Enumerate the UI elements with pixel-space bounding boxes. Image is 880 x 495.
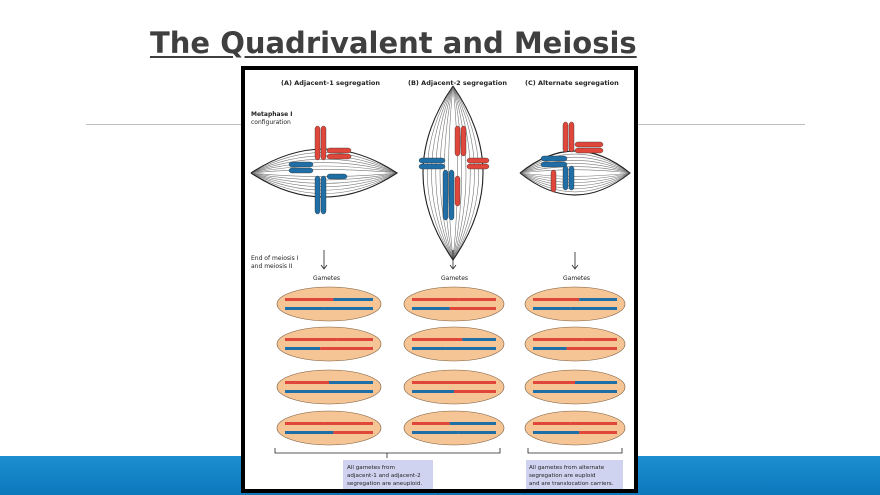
figure-frame: (A) Adjacent-1 segregation (B) Adjacent-… (241, 66, 638, 493)
chromosome-a-blue-3 (314, 175, 321, 215)
chromosome-c-red-3 (574, 141, 604, 148)
divider-left (86, 124, 243, 125)
gamete-1-3 (276, 369, 382, 405)
bracket-aneuploid (274, 448, 501, 458)
chromosome-c-blue-4 (568, 165, 575, 191)
gamete-2-3 (403, 369, 505, 405)
gamete-3-4 (524, 410, 626, 446)
chromosome-c-blue-1 (540, 155, 568, 162)
chromosome-a-blue-5 (326, 173, 348, 180)
side-label-meiosis-ii: and meiosis II (251, 263, 293, 270)
chromosome-b-blue-1 (418, 157, 446, 164)
gametes-label-c: Gametes (563, 275, 590, 282)
chromosome-a-blue-2 (288, 167, 314, 174)
caption-euploid-line2: segregation are euploid (529, 473, 596, 479)
caption-aneuploid-line2: adjacent-1 and adjacent-2 (347, 473, 421, 479)
gamete-1-1 (276, 286, 382, 322)
gamete-2-4 (403, 410, 505, 446)
gamete-3-3 (524, 369, 626, 405)
caption-euploid-line3: and are translocation carriers. (529, 481, 614, 487)
caption-euploid-line1: All gametes from alternate (529, 465, 605, 471)
gamete-3-1 (524, 286, 626, 322)
chromosome-c-blue-3 (562, 165, 569, 191)
gamete-1-4 (276, 410, 382, 446)
meiosis-figure: (A) Adjacent-1 segregation (B) Adjacent-… (245, 70, 634, 489)
chromosome-b-red-4 (466, 163, 490, 170)
arrows (320, 250, 579, 270)
gametes-label-b: Gametes (441, 275, 468, 282)
chromosome-b-red-2 (460, 125, 467, 157)
chromosome-a-red-1 (314, 125, 321, 161)
divider-right (637, 124, 805, 125)
panel-label-a: (A) Adjacent-1 segregation (281, 79, 380, 87)
panel-label-b: (B) Adjacent-2 segregation (408, 79, 507, 87)
chromosome-a-blue-1 (288, 161, 314, 168)
chromosome-a-blue-4 (320, 175, 327, 215)
chromosome-c-red-2 (568, 121, 575, 153)
spindle-layer (250, 85, 631, 262)
gamete-2-1 (403, 286, 505, 322)
chromosome-b-blue-4 (448, 169, 455, 221)
chromosome-b-blue-3 (442, 169, 449, 221)
caption-aneuploid-line1: All gametes from (347, 465, 395, 471)
gametes-layer (276, 286, 626, 446)
meiosis-diagram: (A) Adjacent-1 segregation (B) Adjacent-… (250, 79, 631, 489)
spindle-c (519, 150, 631, 196)
chromosome-b-red-3 (466, 157, 490, 164)
panel-label-c: (C) Alternate segregation (525, 79, 619, 87)
chromosome-a-red-4 (326, 153, 352, 160)
chromosome-a-red-3 (326, 147, 352, 154)
chromosome-c-red-1 (562, 121, 569, 153)
caption-box-aneuploid (343, 460, 433, 489)
chromosome-c-red-4 (574, 147, 604, 154)
chromosome-b-red-5 (454, 175, 461, 207)
side-label-metaphase: Metaphase I (251, 111, 293, 118)
gamete-1-2 (276, 326, 382, 362)
chromosome-b-blue-2 (418, 163, 446, 170)
gamete-2-2 (403, 326, 505, 362)
chromosome-b-red-1 (454, 125, 461, 157)
side-label-configuration: configuration (251, 119, 291, 126)
caption-aneuploid-line3: segregation are aneuploid. (347, 481, 422, 487)
chromosome-c-red-5 (550, 169, 557, 193)
gamete-3-2 (524, 326, 626, 362)
side-label-end-meiosis: End of meiosis I (251, 255, 299, 262)
bracket-euploid (527, 448, 623, 454)
chromosome-a-red-2 (320, 125, 327, 161)
caption-box-euploid (526, 460, 623, 489)
gametes-label-a: Gametes (313, 275, 340, 282)
slide-title: The Quadrivalent and Meiosis (150, 26, 637, 60)
chromosome-c-blue-2 (540, 161, 568, 168)
